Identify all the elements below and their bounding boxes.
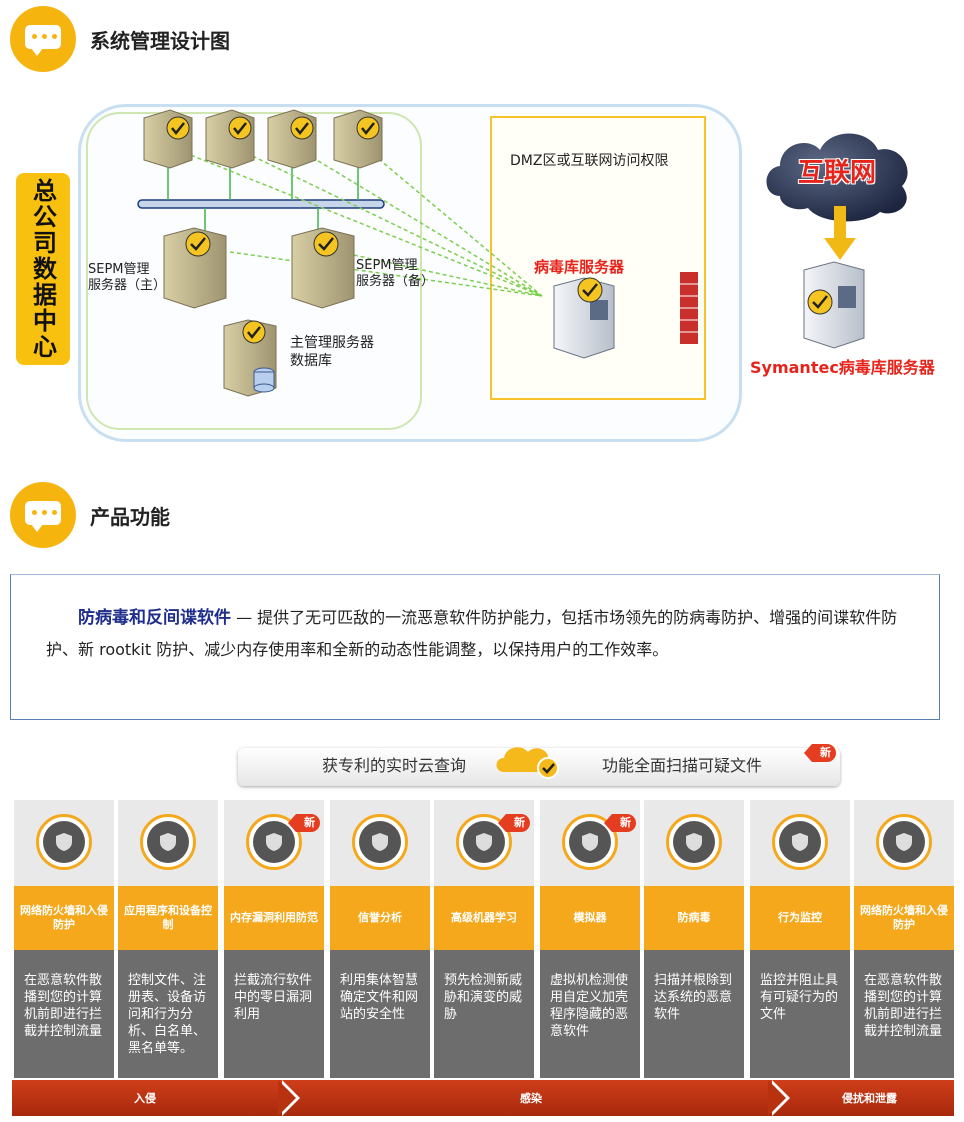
feature-column: 新高级机器学习预先检测新威胁和演变的威胁 — [434, 800, 534, 1078]
reputation-hand-icon — [352, 814, 408, 870]
download-arrow-icon — [824, 206, 856, 260]
description-box — [10, 574, 940, 720]
feature-column: 信誉分析利用集体智慧确定文件和网站的安全性 — [330, 800, 430, 1078]
main-db-label: 主管理服务器数据库 — [290, 335, 374, 369]
banner-left-text: 获专利的实时云查询 — [322, 756, 467, 775]
feature-description: 控制文件、注册表、设备访问和行为分析、白名单、黑名单等。 — [118, 950, 218, 1078]
sepm-primary-label: SEPM管理服务器（主） — [88, 262, 167, 293]
antivirus-scan-icon — [666, 814, 722, 870]
firewall-icon — [680, 272, 698, 344]
new-tag: 新 — [498, 814, 530, 832]
sepm-backup-server-icon — [291, 227, 355, 309]
feature-title: 行为监控 — [750, 886, 850, 950]
firewall-icon — [876, 814, 932, 870]
feature-title: 模拟器 — [540, 886, 640, 950]
feature-description: 在恶意软件散播到您的计算机前即进行拦截并控制流量 — [14, 950, 114, 1078]
app-control-icon — [140, 814, 196, 870]
feature-column: 防病毒扫描并根除到达系统的恶意软件 — [644, 800, 744, 1078]
sepm-primary-server-icon — [163, 227, 227, 309]
feature-title: 高级机器学习 — [434, 886, 534, 950]
internet-label: 互联网 — [798, 158, 877, 188]
feature-description: 拦截流行软件中的零日漏洞利用 — [224, 950, 324, 1078]
client-server-icon — [267, 109, 317, 169]
stage-label: 侵扰和泄露 — [842, 1092, 897, 1105]
feature-column: 网络防火墙和入侵防护在恶意软件散播到您的计算机前即进行拦截并控制流量 — [14, 800, 114, 1078]
stage-label: 入侵 — [134, 1092, 156, 1105]
dmz-label: DMZ区或互联网访问权限 — [510, 153, 669, 169]
feature-title: 防病毒 — [644, 886, 744, 950]
client-server-icon — [205, 109, 255, 169]
feature-title: 网络防火墙和入侵防护 — [14, 886, 114, 950]
feature-title: 内存漏洞利用防范 — [224, 886, 324, 950]
new-tag: 新 — [804, 744, 836, 762]
feature-description: 利用集体智慧确定文件和网站的安全性 — [330, 950, 430, 1078]
feature-title: 信誉分析 — [330, 886, 430, 950]
attack-stage-bar — [12, 1080, 954, 1116]
firewall-icon — [36, 814, 92, 870]
feature-description: 在恶意软件散播到您的计算机前即进行拦截并控制流量 — [854, 950, 954, 1078]
feature-title: 网络防火墙和入侵防护 — [854, 886, 954, 950]
chat-bubble-icon — [10, 482, 76, 548]
symantec-server-label: Symantec病毒库服务器 — [750, 358, 935, 377]
new-tag: 新 — [604, 814, 636, 832]
new-tag: 新 — [288, 814, 320, 832]
feature-description: 监控并阻止具有可疑行为的文件 — [750, 950, 850, 1078]
cloud-check-icon — [496, 747, 559, 779]
sepm-backup-label: SEPM管理服务器（备） — [356, 258, 435, 289]
feature-column: 网络防火墙和入侵防护在恶意软件散播到您的计算机前即进行拦截并控制流量 — [854, 800, 954, 1078]
feature-description: 虚拟机检测使用自定义加壳程序隐藏的恶意软件 — [540, 950, 640, 1078]
description-body: — 提供了无可匹敌的一流恶意软件防护能力，包括市场领先的防病毒防护、增强的间谍软… — [46, 608, 898, 659]
feature-column: 新内存漏洞利用防范拦截流行软件中的零日漏洞利用 — [224, 800, 324, 1078]
internal-zone — [86, 112, 422, 430]
feature-description: 预先检测新威胁和演变的威胁 — [434, 950, 534, 1078]
virus-definition-server-icon — [553, 277, 615, 359]
description-text: 防病毒和反间谍软件 — 提供了无可匹敌的一流恶意软件防护能力，包括市场领先的防病… — [46, 602, 908, 666]
symantec-server-icon — [803, 261, 865, 349]
feature-column: 应用程序和设备控制控制文件、注册表、设备访问和行为分析、白名单、黑名单等。 — [118, 800, 218, 1078]
virus-server-label: 病毒库服务器 — [534, 258, 625, 276]
feature-description: 扫描并根除到达系统的恶意软件 — [644, 950, 744, 1078]
feature-title: 应用程序和设备控制 — [118, 886, 218, 950]
feature-column: 新模拟器虚拟机检测使用自定义加壳程序隐藏的恶意软件 — [540, 800, 640, 1078]
feature-column: 行为监控监控并阻止具有可疑行为的文件 — [750, 800, 850, 1078]
internet-cloud-icon — [766, 133, 908, 222]
behavior-radar-icon — [772, 814, 828, 870]
section-title: 系统管理设计图 — [90, 28, 230, 53]
chat-bubble-icon — [10, 6, 76, 72]
stage-label: 感染 — [520, 1092, 542, 1105]
hq-datacenter-label: 总公司数据中心 — [16, 173, 70, 365]
section-header-features: 产品功能 — [10, 482, 170, 548]
database-server-icon — [223, 319, 277, 397]
diagram-graphics — [137, 109, 908, 397]
banner-right-text: 功能全面扫描可疑文件 — [602, 756, 763, 775]
description-heading: 防病毒和反间谍软件 — [78, 608, 231, 628]
client-server-icon — [333, 109, 383, 169]
client-server-icon — [143, 109, 193, 169]
section-title: 产品功能 — [90, 504, 170, 529]
section-header-design: 系统管理设计图 — [10, 6, 230, 72]
